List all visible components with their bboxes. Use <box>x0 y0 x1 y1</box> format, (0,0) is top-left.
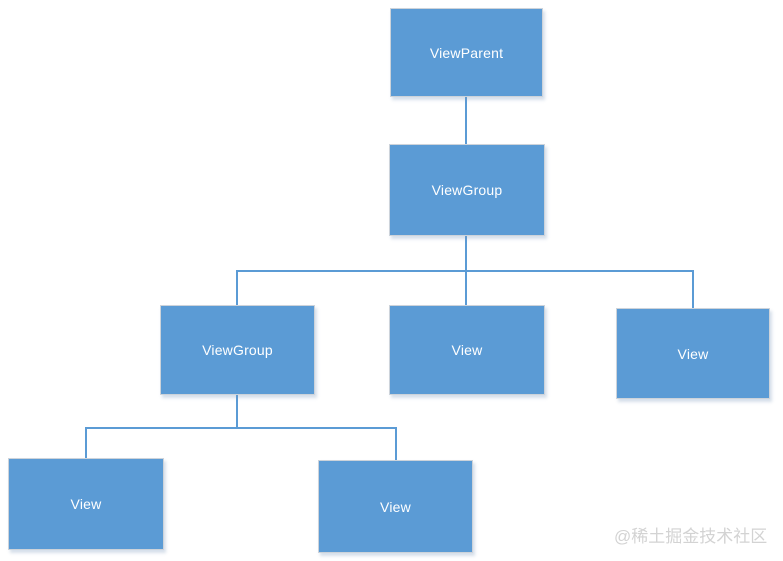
node-viewparent: ViewParent <box>390 8 543 97</box>
watermark: @稀土掘金技术社区 <box>614 527 768 546</box>
node-viewgroup-child: ViewGroup <box>160 305 315 395</box>
node-view-right-label: View <box>677 345 709 362</box>
connector-viewgroup-child-stem <box>236 395 238 428</box>
connector-viewgroup-stem <box>465 236 467 271</box>
connector-viewparent-viewgroup <box>465 97 467 144</box>
node-view-bottom-right-label: View <box>380 498 411 515</box>
node-view-bottom-right: View <box>318 460 473 553</box>
node-viewgroup-root-label: ViewGroup <box>431 182 503 198</box>
node-view-bottom-left: View <box>8 458 164 550</box>
connector-drop-view-bottom-left <box>85 427 87 458</box>
connector-drop-view-bottom-right <box>395 427 397 460</box>
node-view-middle: View <box>389 305 545 395</box>
connector-level4-horizontal <box>85 427 397 429</box>
node-view-middle-label: View <box>451 342 483 358</box>
connector-drop-view-middle <box>465 270 467 305</box>
node-view-right: View <box>616 308 770 399</box>
node-view-bottom-left-label: View <box>70 496 102 512</box>
node-viewgroup-child-label: ViewGroup <box>202 342 273 358</box>
node-viewgroup-root: ViewGroup <box>389 144 545 236</box>
connector-drop-viewgroup-child <box>236 270 238 305</box>
node-viewparent-label: ViewParent <box>429 44 504 61</box>
connector-drop-view-right <box>692 270 694 308</box>
